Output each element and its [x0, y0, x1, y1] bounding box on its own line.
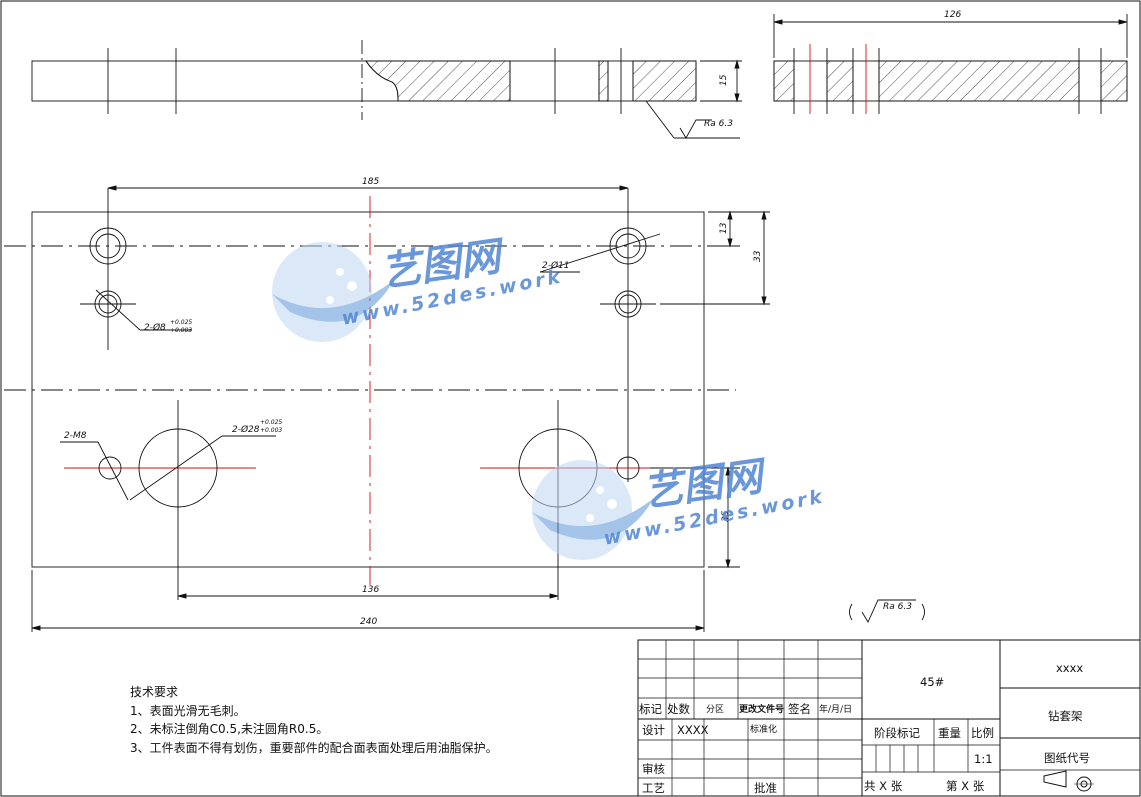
tb-material-value: 45# — [920, 675, 944, 689]
tb-designer-value: XXXX — [677, 723, 709, 737]
general-roughness-label: Ra 6.3 — [883, 602, 912, 612]
tb-company-value: xxxx — [1056, 661, 1083, 675]
dim-136-label: 136 — [362, 585, 379, 595]
hole-28-label: 2-Ø28 — [232, 424, 260, 435]
hole-8-label: 2-Ø8 — [144, 322, 166, 333]
tb-change-doc-label: 更改文件号 — [739, 703, 784, 715]
title-block — [637, 639, 1141, 797]
tb-scale-label: 比例 — [971, 726, 994, 740]
tb-zone-label: 分区 — [706, 704, 724, 715]
dim-240-label: 240 — [360, 617, 377, 627]
tb-process-label: 工艺 — [642, 781, 665, 795]
hole-28-tol-upper: +0.025 — [260, 419, 282, 426]
tb-drawing-code-label: 图纸代号 — [1044, 751, 1090, 765]
thickness-dim-label: 15 — [719, 74, 729, 86]
tb-count-label: 处数 — [667, 702, 690, 716]
watermark-logo-1 — [272, 242, 394, 342]
dim-13-label: 13 — [719, 222, 729, 234]
dim-35-label: 35 — [721, 510, 731, 522]
tb-review-label: 审核 — [642, 762, 665, 776]
tb-stage-mark-label: 阶段标记 — [874, 726, 920, 740]
tb-date-label: 年/月/日 — [819, 703, 852, 715]
tb-signature-label: 签名 — [788, 702, 811, 716]
dim-33-label: 33 — [753, 250, 763, 262]
side-section-view — [773, 14, 1128, 114]
hole-28-tol-lower: +0.003 — [260, 427, 282, 434]
tb-sheet-no-label: 第 X 张 — [946, 779, 985, 793]
hole-11-label: 2-Ø11 — [542, 260, 570, 271]
tb-mark-label: 标记 — [639, 702, 662, 716]
tb-standardize-label: 标准化 — [750, 723, 777, 735]
tb-design-label: 设计 — [642, 723, 665, 737]
side-width-dim-label: 126 — [944, 10, 961, 20]
tech-requirement-3: 3、工件表面不得有划伤，重要部件的配合面表面处理后用油脂保护。 — [130, 740, 498, 755]
thread-m8-label: 2-M8 — [64, 431, 87, 441]
hole-8-tol-lower: +0.003 — [170, 327, 192, 334]
tb-approve-label: 批准 — [754, 781, 777, 795]
tech-requirements-title: 技术要求 — [130, 685, 179, 699]
hole-8-tol-upper: +0.025 — [170, 319, 192, 326]
tb-weight-label: 重量 — [938, 726, 961, 740]
tech-requirements: 技术要求 1、表面光滑无毛刺。 2、未标注倒角C0.5,未注圆角R0.5。 3、… — [130, 683, 498, 757]
general-roughness-symbol — [849, 599, 925, 623]
hole-spacing-dim-label: 185 — [362, 177, 379, 187]
watermark-logo-2 — [532, 460, 654, 560]
tb-part-name-value: 钻套架 — [1048, 709, 1083, 723]
tb-sheets-total-label: 共 X 张 — [864, 779, 903, 793]
tech-requirement-2: 2、未标注倒角C0.5,未注圆角R0.5。 — [130, 722, 329, 736]
front-section-view — [31, 40, 742, 139]
roughness-label-main: Ra 6.3 — [704, 119, 733, 129]
tb-scale-value: 1:1 — [974, 752, 993, 766]
plan-view — [4, 185, 770, 632]
tech-requirement-1: 1、表面光滑无毛刺。 — [130, 703, 246, 718]
